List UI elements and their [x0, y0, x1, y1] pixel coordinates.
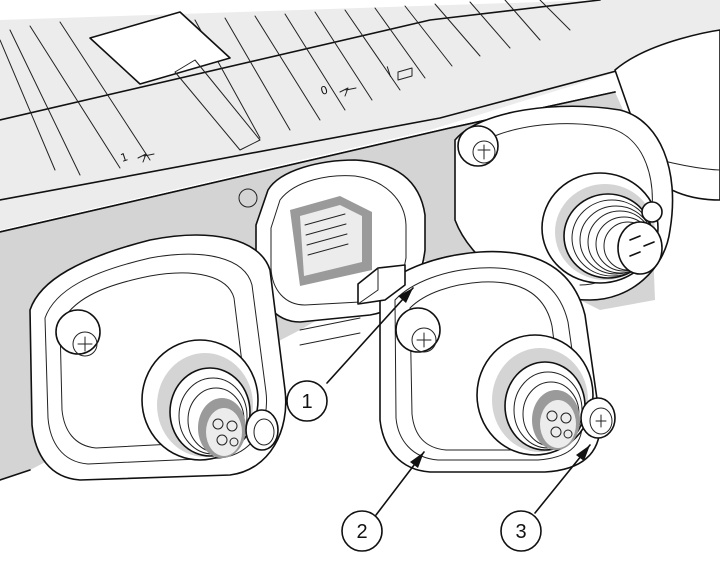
m12-connector-centre: [357, 250, 616, 473]
m12-connector-male: [454, 105, 674, 301]
callouts: 1 2 3: [286, 287, 591, 552]
screw-top-right: [457, 125, 499, 167]
callout-1-circle: [286, 380, 328, 422]
port-marking-pipe: |: [385, 64, 393, 78]
housing-top: 1 0 |: [0, 0, 720, 233]
callout-2-label: 2: [356, 521, 367, 543]
cooling-fins: [0, 0, 571, 176]
port-marking-0: 0: [319, 83, 330, 98]
m12-connector-left: [29, 234, 287, 481]
callout-1-label: 1: [301, 391, 312, 413]
callout-3-circle: [500, 510, 542, 552]
callout-1-leader: [326, 287, 414, 384]
port-marking-1: 1: [119, 150, 130, 165]
callout-3-label: 3: [515, 521, 526, 543]
screw-left: [55, 309, 101, 355]
callout-2-circle: [341, 510, 383, 552]
screw-callout-3: [580, 397, 616, 439]
label-plate: [89, 11, 231, 85]
